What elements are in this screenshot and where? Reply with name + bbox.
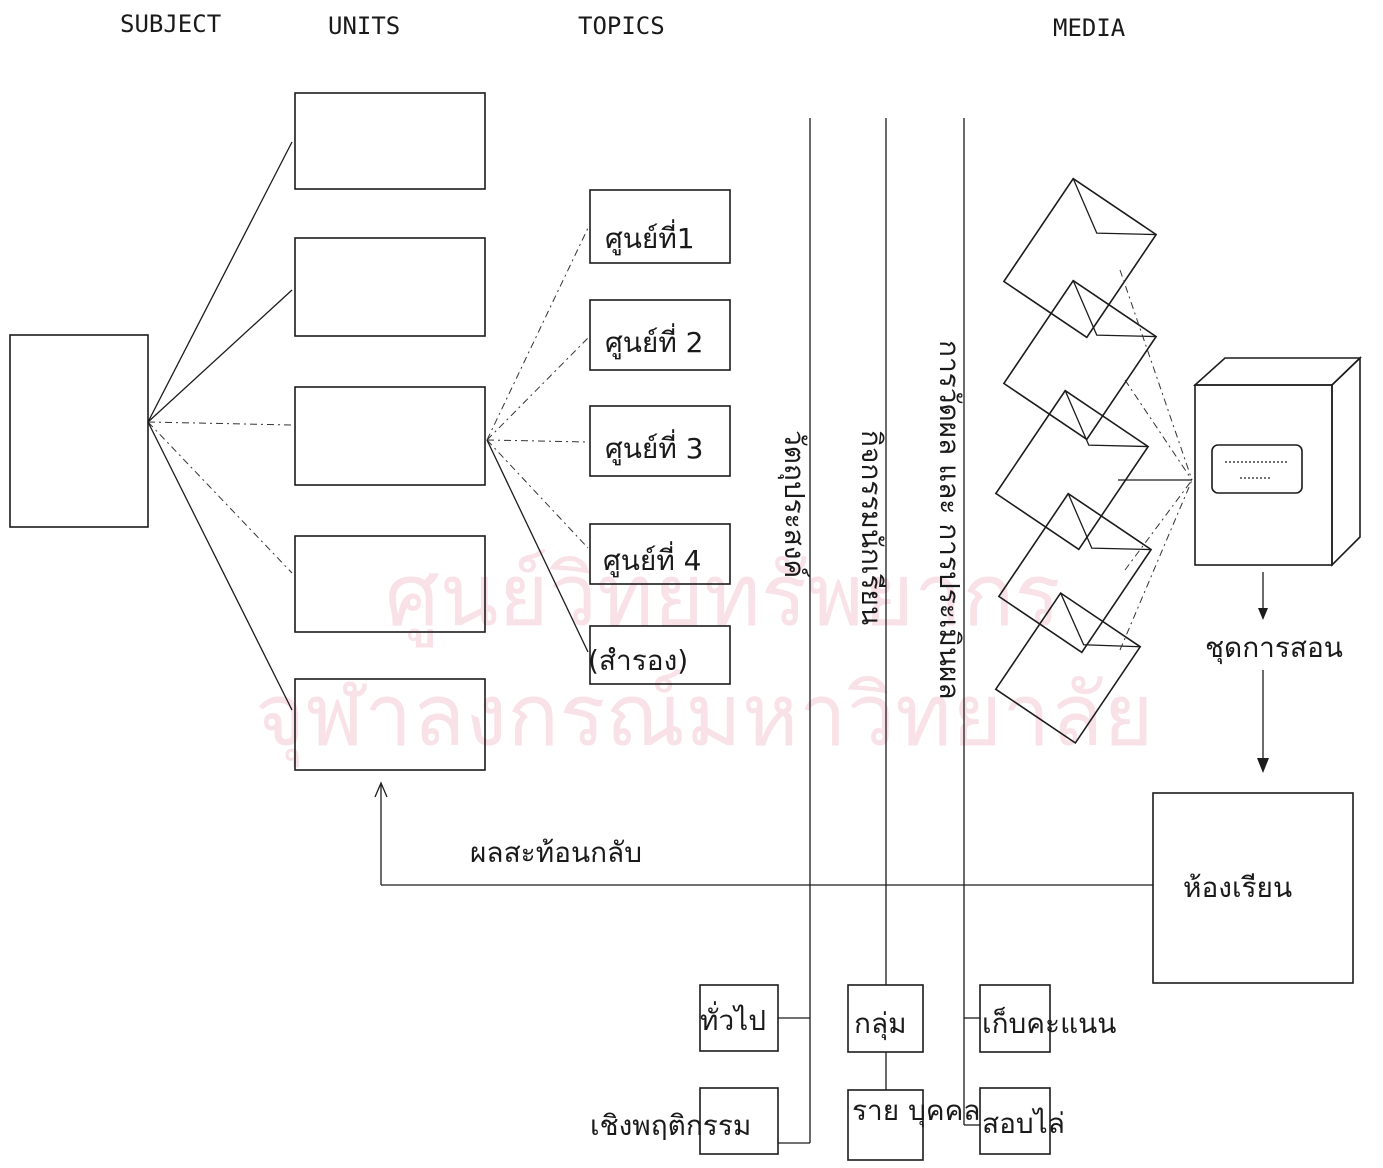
evaluation-type-label: เก็บคะแนน (982, 1006, 1116, 1040)
feedback-loop (374, 781, 1153, 886)
teaching-kit-box (1192, 356, 1362, 567)
header-units: UNITS (328, 12, 400, 40)
classroom-box (1152, 792, 1354, 984)
column-lines (809, 118, 965, 1143)
topic-label: (สำรอง) (588, 644, 688, 677)
envelope-icon (1002, 279, 1158, 441)
media-envelopes (994, 177, 1158, 745)
envelope-icon (994, 389, 1150, 551)
subject-unit-connectors (147, 141, 293, 711)
watermark-line-1: ศูนย์วิทยทรัพยากร (385, 546, 1061, 648)
header-subject: SUBJECT (120, 10, 221, 38)
unit-box (294, 92, 486, 190)
topic-box (589, 405, 731, 477)
topic-label: ศูนย์ที่1 (605, 219, 695, 256)
evaluation-type-label: สอบไล่ (982, 1107, 1065, 1140)
watermark-line-2: จุฬาลงกรณ์มหาวิทยาลัย (255, 666, 1154, 768)
evaluation-type-box (979, 1087, 1051, 1155)
unit-box (294, 237, 486, 337)
topic-box (589, 625, 731, 685)
objective-types: ทั่วไป เชิงพฤติกรรม (590, 984, 810, 1155)
classroom-label: ห้องเรียน (1183, 871, 1292, 904)
topic-label: ศูนย์ที่ 2 (605, 323, 704, 360)
objective-type-label: ทั่วไป (700, 1001, 766, 1037)
column-objectives: วัตถุประสงค์ (777, 430, 811, 578)
objective-type-label: เชิงพฤติกรรม (590, 1109, 751, 1142)
unit-box (294, 535, 486, 633)
activity-type-box (847, 1089, 924, 1161)
topic-box (589, 189, 731, 264)
unit-boxes (294, 92, 486, 771)
unit-topic-connectors (486, 227, 589, 653)
topic-label: ศูนย์ที่ 4 (603, 541, 702, 578)
topic-box (589, 299, 731, 371)
subject-box (9, 334, 149, 528)
column-activities: กิจกรรมนักเรียน (855, 430, 888, 625)
media-kit-connectors (1118, 269, 1193, 651)
evaluation-types: เก็บคะแนน สอบไล่ (964, 984, 1116, 1155)
feedback-label: ผลสะท้อนกลับ (470, 836, 642, 869)
topic-label: ศูนย์ที่ 3 (605, 429, 704, 466)
unit-box (294, 386, 486, 486)
objective-type-box (699, 1087, 779, 1155)
topic-boxes: ศูนย์ที่1 ศูนย์ที่ 2 ศูนย์ที่ 3 ศูนย์ที่… (588, 189, 731, 685)
activity-type-label: ราย บุคคล (852, 1094, 980, 1128)
column-evaluation: การวัดผล และ การประเมินผล (933, 340, 966, 700)
envelope-icon (1002, 177, 1158, 339)
unit-box (294, 678, 486, 771)
header-topics: TOPICS (578, 12, 665, 40)
watermark: ศูนย์วิทยทรัพยากร จุฬาลงกรณ์มหาวิทยาลัย (255, 546, 1154, 768)
kit-label: ชุดการสอน (1205, 631, 1343, 665)
activity-types: กลุ่ม ราย บุคคล (847, 984, 980, 1161)
topic-box (589, 523, 731, 585)
header-media: MEDIA (1053, 14, 1126, 42)
activity-type-label: กลุ่ม (854, 1007, 907, 1041)
